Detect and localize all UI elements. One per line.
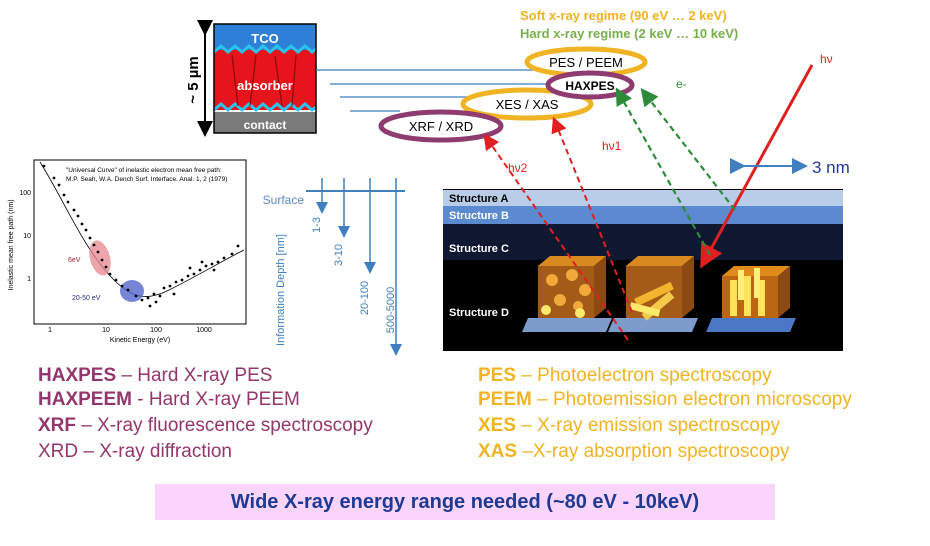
- legend-pes: PES – Photoelectron spectroscopy: [478, 364, 772, 388]
- nanorod-cube: [608, 256, 698, 332]
- stack-outline: [213, 23, 317, 134]
- imfp-xlabel: Kinetic Energy (eV): [110, 337, 170, 344]
- hv1-label: hν1: [602, 139, 622, 153]
- structure-c-label: Structure C: [449, 243, 509, 255]
- energy-range-banner: Wide X-ray energy range needed (~80 eV -…: [155, 484, 775, 520]
- thickness-label: ~ 5 µm: [185, 56, 202, 103]
- haxpes-label: HAXPES: [565, 79, 614, 93]
- imfp-chart: "Universal Curve" of inelastic electron …: [4, 150, 252, 350]
- nanoparticle-cube: [522, 256, 612, 332]
- imfp-xtick-100: 100: [150, 327, 162, 334]
- xes-xas-ellipse: [460, 87, 594, 121]
- xes-xas-label: XES / XAS: [496, 97, 559, 112]
- imfp-ytick-10: 10: [23, 233, 31, 240]
- sample-structure-panel: Structure A Structure B Structure C Stru…: [443, 189, 843, 351]
- legend-term: PES: [478, 365, 517, 386]
- imfp-plot-frame: [33, 159, 247, 325]
- imfp-xtick-1: 1: [48, 327, 52, 334]
- legend-term: XAS: [478, 441, 518, 462]
- legend-term: XES: [478, 415, 517, 436]
- legend-xrd: XRD – X-ray diffraction: [38, 440, 232, 464]
- imfp-title-1: "Universal Curve" of inelastic electron …: [66, 167, 222, 174]
- xrf-xrd-ellipse: [378, 109, 504, 143]
- legend-desc: – Photoemission electron microscopy: [531, 389, 852, 410]
- surface-label: Surface: [263, 193, 305, 207]
- legend-xrf: XRF – X-ray fluorescence spectroscopy: [38, 414, 373, 438]
- structure-a-layer: [443, 190, 843, 206]
- soft-regime-label: Soft x-ray regime (90 eV … 2 keV): [520, 8, 727, 23]
- solar-cell-stack: ~ 5 µm TCO absorber contact: [185, 20, 317, 137]
- contact-layer: [214, 112, 316, 133]
- legend-term: XRF: [38, 415, 76, 436]
- contact-interface: [213, 102, 317, 112]
- legend-xas: XAS –X-ray absorption spectroscopy: [478, 440, 790, 464]
- depth-range-3: 20-100: [359, 281, 371, 315]
- structure-a-label: Structure A: [449, 193, 509, 205]
- imfp-ytick-1: 1: [27, 276, 31, 283]
- connector-lines: [316, 69, 565, 112]
- grain-boundaries: [231, 54, 297, 107]
- imfp-ytick-100: 100: [19, 190, 31, 197]
- annot-20-50ev: 20-50 eV: [72, 295, 101, 302]
- legend-peem: PEEM – Photoemission electron microscopy: [478, 388, 852, 412]
- depth-range-4: 500-5000: [385, 287, 397, 334]
- legend-xes: XES – X-ray emission spectroscopy: [478, 414, 780, 438]
- structure-d-label: Structure D: [449, 307, 509, 319]
- absorber-label: absorber: [237, 78, 293, 93]
- legend-desc: – X-ray emission spectroscopy: [516, 415, 781, 436]
- structure-b-label: Structure B: [449, 210, 509, 222]
- xrf-xrd-label: XRF / XRD: [409, 119, 473, 134]
- imfp-scatter-points: [42, 164, 240, 308]
- legend-desc: - Hard X-ray PEEM: [131, 389, 300, 410]
- hard-regime-label: Hard x-ray regime (2 keV … 10 keV): [520, 26, 738, 41]
- absorber-layer: [214, 50, 316, 110]
- scale-label: 3 nm: [812, 158, 850, 177]
- legend-haxpeem: HAXPEEM - Hard X-ray PEEM: [38, 388, 300, 412]
- depth-axis-label: Information Depth [nm]: [275, 234, 287, 346]
- electron-label: e-: [676, 77, 687, 91]
- electron-path-1: [640, 88, 736, 211]
- hv2-path: [483, 133, 629, 341]
- legend-desc: – Hard X-ray PES: [116, 365, 273, 386]
- depth-range-2: 3-10: [333, 244, 345, 266]
- legend-desc: – X-ray diffraction: [78, 441, 232, 462]
- hv1-path: [551, 116, 633, 313]
- imfp-title-2: M.P. Seah, W.A. Dench Surf. Interface. A…: [66, 176, 227, 183]
- imfp-xtick-10: 10: [102, 327, 110, 334]
- legend-term: PEEM: [478, 389, 532, 410]
- imfp-ylabel: Inelastic mean free path (nm): [8, 199, 15, 290]
- haxpes-ellipse: [545, 70, 635, 100]
- hv2-label: hν2: [508, 161, 528, 175]
- legend-desc: – Photoelectron spectroscopy: [516, 365, 772, 386]
- legend-haxpes: HAXPES – Hard X-ray PES: [38, 364, 272, 388]
- nanowire-cube: [706, 266, 796, 332]
- tco-layer: [214, 24, 316, 50]
- imfp-xtick-1000: 1000: [196, 327, 212, 334]
- contact-label: contact: [244, 118, 287, 132]
- pes-peem-label: PES / PEEM: [549, 55, 623, 70]
- legend-term: HAXPES: [38, 365, 117, 386]
- information-depth: Surface 1-3 3-10 20-100 500-5000 Informa…: [263, 178, 405, 356]
- electron-path-2: [615, 87, 711, 256]
- incident-beam-label: hν: [820, 52, 833, 66]
- depth-range-1: 1-3: [311, 217, 323, 233]
- tco-label: TCO: [251, 31, 278, 46]
- legend-desc: –X-ray absorption spectroscopy: [517, 441, 790, 462]
- highlight-20-50ev: [120, 280, 144, 302]
- annot-6ev: 6eV: [68, 257, 81, 264]
- structure-b-layer: [443, 206, 843, 224]
- legend-desc: – X-ray fluorescence spectroscopy: [76, 415, 373, 436]
- tco-interface: [213, 44, 317, 54]
- legend-term: HAXPEEM: [38, 389, 132, 410]
- structure-c-layer: [443, 224, 843, 260]
- legend-term: XRD: [38, 441, 79, 462]
